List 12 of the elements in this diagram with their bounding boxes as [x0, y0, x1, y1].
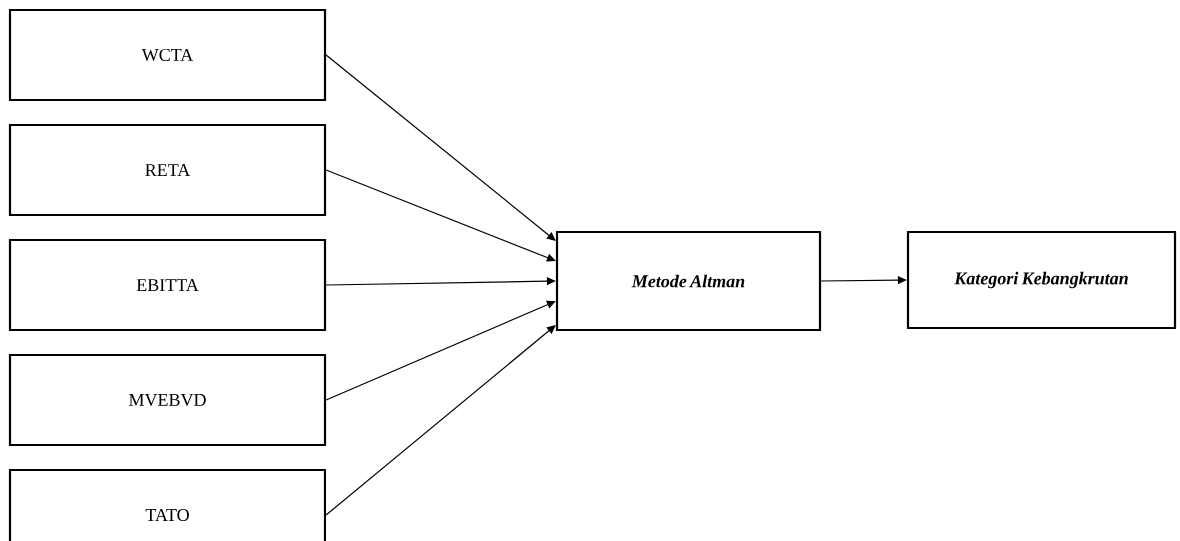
process-box: Metode Altman — [555, 230, 822, 332]
variable-box: RETA — [8, 123, 327, 217]
variable-box: WCTA — [8, 8, 327, 102]
variable-box: TATO — [8, 468, 327, 541]
arrow — [325, 300, 556, 401]
process-box: Kategori Kebangkrutan — [906, 230, 1177, 330]
arrow — [325, 277, 556, 286]
arrow — [325, 169, 556, 262]
arrow — [325, 325, 556, 516]
variable-box: EBITTA — [8, 238, 327, 332]
arrow — [325, 54, 556, 241]
variable-box: MVEBVD — [8, 353, 327, 447]
